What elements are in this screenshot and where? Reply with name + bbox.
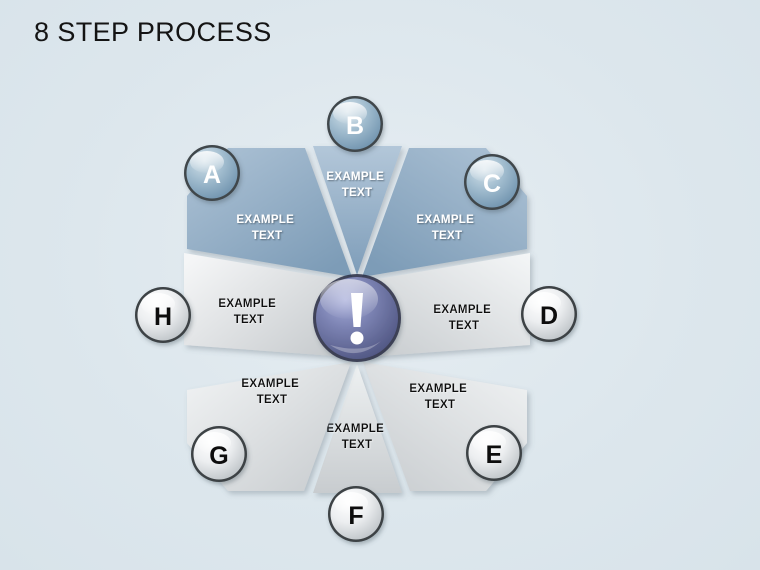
wedge-a-label-line1: EXAMPLE bbox=[236, 214, 294, 226]
node-e[interactable]: E bbox=[466, 425, 522, 481]
node-b[interactable]: B bbox=[327, 96, 383, 152]
node-f[interactable]: F bbox=[328, 486, 384, 542]
wedge-d-label: EXAMPLE TEXT bbox=[433, 304, 494, 332]
wedge-f-label-line1: EXAMPLE bbox=[326, 423, 384, 435]
wedge-b-shape[interactable] bbox=[313, 146, 402, 275]
node-g-highlight bbox=[197, 432, 231, 454]
wedge-b-label: EXAMPLE TEXT bbox=[326, 171, 387, 199]
wedge-a-label-line2: TEXT bbox=[252, 230, 283, 242]
wedge-d-label-line2: TEXT bbox=[449, 320, 480, 332]
node-c[interactable]: C bbox=[464, 154, 520, 210]
node-a-highlight bbox=[190, 151, 224, 173]
node-h-highlight bbox=[141, 293, 175, 315]
wedge-f-shape[interactable] bbox=[313, 364, 402, 493]
node-h[interactable]: H bbox=[135, 287, 191, 343]
wedge-h-shape[interactable] bbox=[184, 253, 348, 357]
node-g-letter: G bbox=[209, 442, 228, 470]
node-d-highlight bbox=[527, 292, 561, 314]
node-e-highlight bbox=[472, 431, 506, 453]
wedge-h-label-line2: TEXT bbox=[234, 314, 265, 326]
node-a[interactable]: A bbox=[184, 145, 240, 201]
wedge-d-shape[interactable] bbox=[366, 253, 530, 357]
page-title: 8 STEP PROCESS bbox=[34, 17, 272, 47]
wedge-d[interactable]: EXAMPLE TEXT bbox=[366, 253, 530, 357]
center-hub[interactable] bbox=[313, 274, 401, 362]
wedge-d-label-line1: EXAMPLE bbox=[433, 304, 491, 316]
center-highlight bbox=[320, 279, 378, 319]
node-b-highlight bbox=[333, 102, 367, 124]
wedge-b-label-line2: TEXT bbox=[342, 187, 373, 199]
wedge-e-label-line2: TEXT bbox=[425, 399, 456, 411]
wedge-g-label-line2: TEXT bbox=[257, 394, 288, 406]
wedge-f-label-line2: TEXT bbox=[342, 439, 373, 451]
node-e-letter: E bbox=[486, 441, 503, 469]
wedge-h[interactable]: EXAMPLE TEXT bbox=[184, 253, 348, 357]
wedge-h-label: EXAMPLE TEXT bbox=[218, 298, 279, 326]
node-a-letter: A bbox=[203, 161, 221, 189]
wedge-b[interactable]: EXAMPLE TEXT bbox=[313, 146, 402, 275]
wedge-group: EXAMPLE TEXT EXAMPLE TEXT EXAMPLE TEXT bbox=[184, 146, 530, 493]
wedge-a-label: EXAMPLE TEXT bbox=[236, 214, 297, 242]
wedge-g-label: EXAMPLE TEXT bbox=[241, 378, 302, 406]
node-group: A B C D bbox=[135, 96, 577, 542]
wedge-e-label: EXAMPLE TEXT bbox=[409, 383, 470, 411]
node-f-letter: F bbox=[348, 502, 363, 530]
wedge-c-label-line2: TEXT bbox=[432, 230, 463, 242]
wedge-b-label-line1: EXAMPLE bbox=[326, 171, 384, 183]
node-b-letter: B bbox=[346, 112, 364, 140]
exclamation-icon bbox=[350, 293, 364, 345]
wedge-e-label-line1: EXAMPLE bbox=[409, 383, 467, 395]
wedge-f-label: EXAMPLE TEXT bbox=[326, 423, 387, 451]
wedge-g-label-line1: EXAMPLE bbox=[241, 378, 299, 390]
node-c-highlight bbox=[470, 160, 504, 182]
wedge-f[interactable]: EXAMPLE TEXT bbox=[313, 364, 402, 493]
node-f-highlight bbox=[334, 492, 368, 514]
node-g[interactable]: G bbox=[191, 426, 247, 482]
wedge-h-label-line1: EXAMPLE bbox=[218, 298, 276, 310]
node-d-letter: D bbox=[540, 302, 558, 330]
node-c-letter: C bbox=[483, 170, 501, 198]
wedge-c-label-line1: EXAMPLE bbox=[416, 214, 474, 226]
wedge-c-label: EXAMPLE TEXT bbox=[416, 214, 477, 242]
node-d[interactable]: D bbox=[521, 286, 577, 342]
center-bottom-sheen bbox=[330, 341, 381, 354]
node-h-letter: H bbox=[154, 303, 172, 331]
